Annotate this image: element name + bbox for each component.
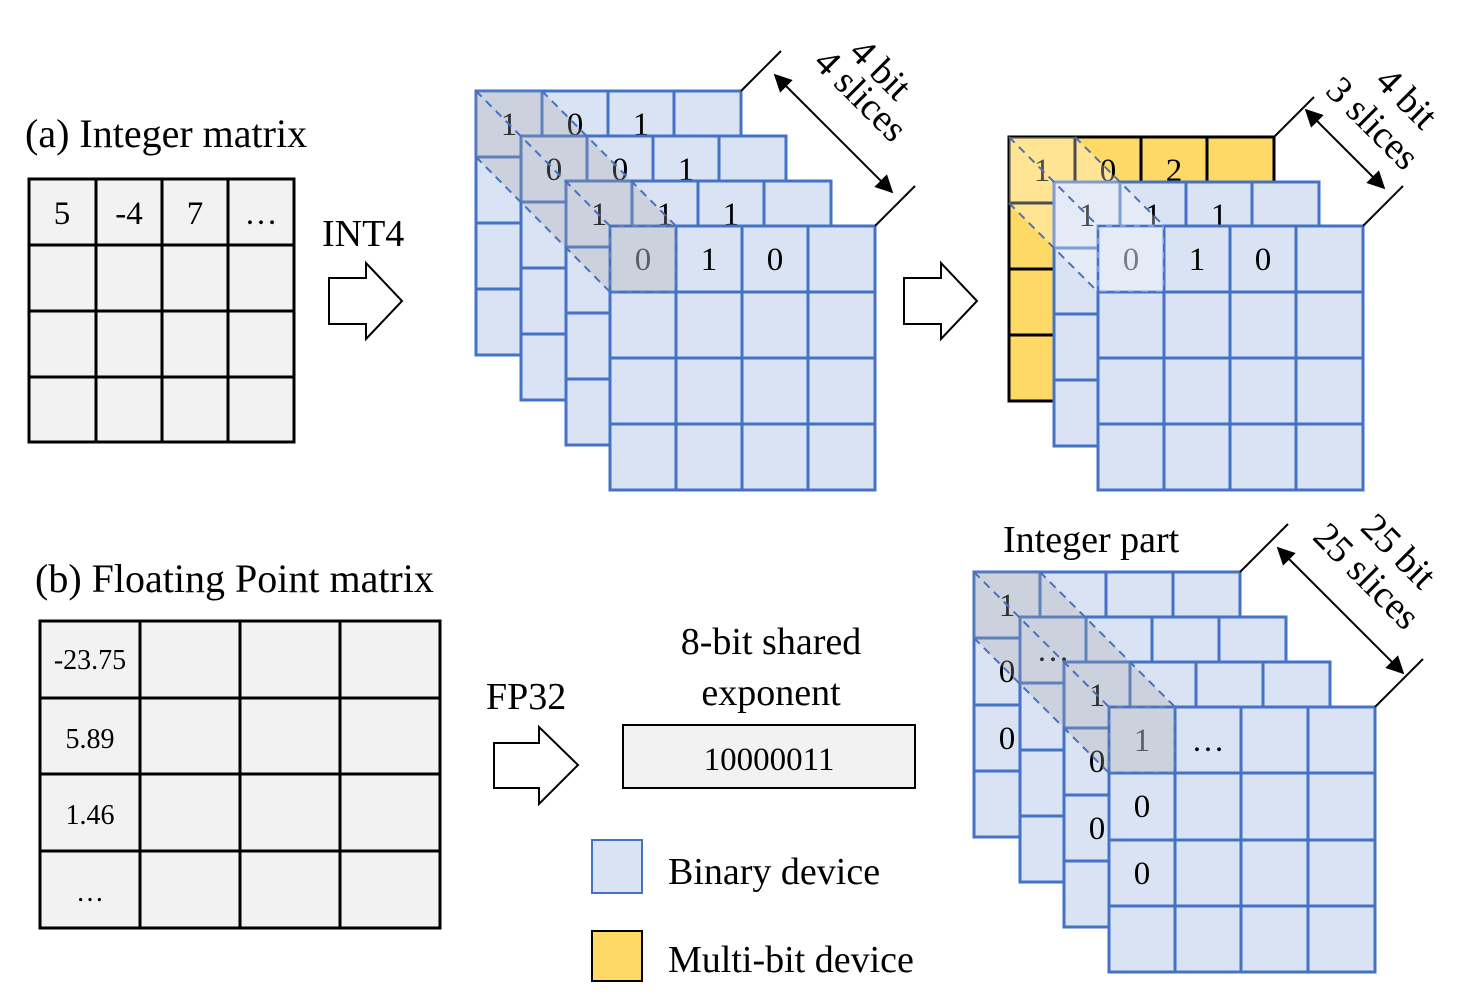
bit-value: 0: [1089, 811, 1106, 847]
float-cell: …: [76, 877, 104, 908]
bit-value: 0: [1134, 856, 1151, 892]
bit-slice: 0 1 0: [1096, 224, 1365, 492]
bit-value: 1: [1134, 723, 1151, 759]
bit-value: 0: [767, 242, 784, 278]
shared-exponent-box: [622, 724, 916, 789]
bit-value: 1: [701, 242, 718, 278]
legend-label-binary: Binary device: [668, 851, 880, 893]
shared-exponent-label: 8-bit shared: [681, 621, 861, 663]
element-highlight: [1008, 136, 1165, 293]
bit-value: 0: [999, 721, 1016, 757]
bit-value: 2: [1166, 153, 1183, 189]
shared-exponent-value: 10000011: [704, 742, 835, 778]
legend-swatch-binary: [591, 839, 643, 894]
right-arrow-icon: [903, 260, 979, 342]
float-matrix: -23.75 5.89 1.46 …: [38, 619, 442, 930]
float-cell: 1.46: [66, 800, 115, 831]
element-highlight: [973, 571, 1176, 774]
right-arrow-icon: [493, 724, 580, 807]
binary-slice-stack-b: 1 0 0 … 1 0 0 1 … 0 0: [972, 570, 1377, 974]
bit-value: 0: [635, 242, 652, 278]
int4-label: INT4: [322, 213, 404, 255]
bit-value: 1: [723, 197, 740, 233]
bit-value: 1: [1189, 242, 1206, 278]
bit-slice: 0 1 0: [608, 224, 877, 492]
multibit-slice-stack: 1 0 2 1 1 1 0 1 0: [1007, 135, 1365, 492]
int-cell: …: [245, 196, 278, 232]
float-cell: 5.89: [66, 724, 115, 755]
bit-value: 1: [1079, 198, 1096, 234]
bit-slice: 1 … 0 0: [1107, 705, 1377, 974]
fp32-label: FP32: [486, 676, 566, 718]
bit-value: 1: [678, 152, 695, 188]
int-cell: 5: [54, 196, 71, 232]
int-cell: 7: [187, 196, 204, 232]
binary-slice-stack-a: 1 0 1 0 0 1 1 1 1 0 1 0: [474, 89, 877, 492]
shared-exponent-label: exponent: [701, 672, 841, 714]
bit-value: 0: [1134, 789, 1151, 825]
int-cell: -4: [115, 196, 143, 232]
integer-matrix: 5 -4 7 …: [27, 177, 296, 444]
integer-part-label: Integer part: [1003, 519, 1180, 561]
legend-label-multibit: Multi-bit device: [668, 939, 914, 981]
right-arrow-icon: [328, 260, 404, 342]
bit-value: 1: [633, 107, 650, 143]
bit-value: 0: [612, 152, 629, 188]
bit-value: 0: [1123, 242, 1140, 278]
legend-swatch-multibit: [591, 930, 643, 982]
section-a-title: (a) Integer matrix: [25, 111, 307, 156]
element-highlight: [475, 90, 677, 293]
bit-value: …: [1192, 723, 1225, 759]
legend: Binary device Multi-bit device: [591, 839, 914, 982]
section-b-title: (b) Floating Point matrix: [35, 556, 434, 601]
float-cell: -23.75: [54, 645, 126, 676]
bit-value: 0: [546, 152, 563, 188]
bit-value: 0: [1255, 242, 1272, 278]
